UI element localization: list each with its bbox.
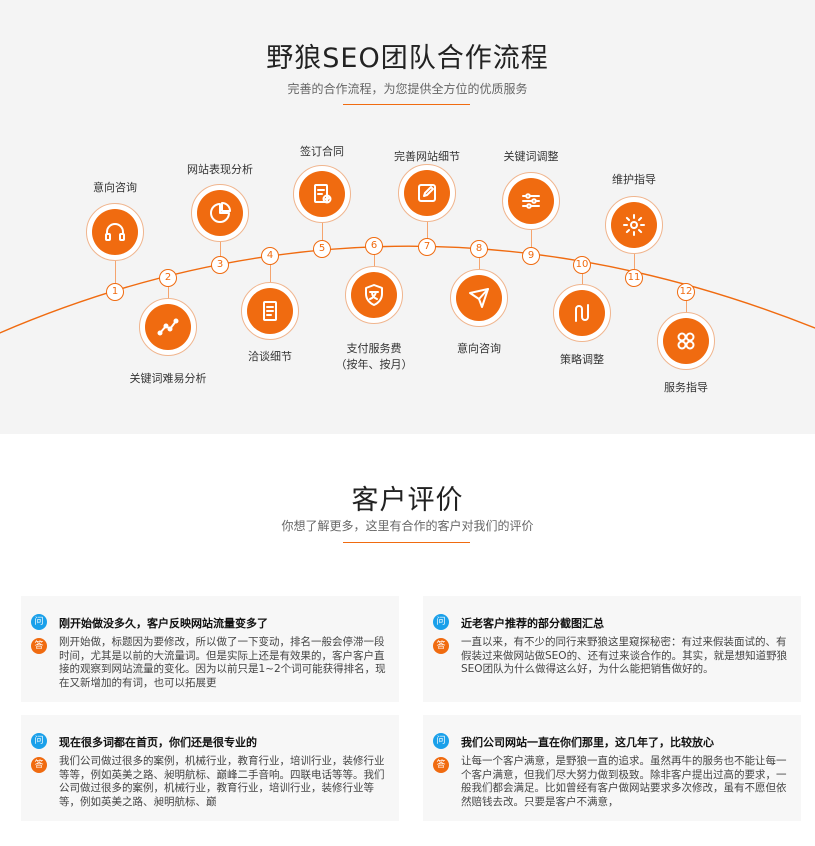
review-answer: 一直以来，有不少的同行来野狼这里窥探秘密：有过来假装面试的、有假装过来做网站做S…: [461, 636, 788, 675]
step-icon-button[interactable]: [398, 164, 456, 222]
review-card[interactable]: 问现在很多词都在首页，你们还是很专业的答我们公司做过很多的案例，机械行业，教育行…: [21, 715, 399, 821]
review-answer: 刚开始做，标题因为要修改，所以做了一下变动，排名一般会停滞一段时间，尤其是以前的…: [59, 636, 386, 689]
gear-icon: [611, 202, 657, 248]
step-label-text: 洽谈细节: [248, 350, 292, 363]
step-label-text: 维护指导: [612, 173, 656, 186]
step-label-text: 关键词难易分析: [129, 372, 207, 385]
step-number: 4: [261, 247, 279, 265]
step-label-text: 策略调整: [560, 353, 604, 366]
step-label: 洽谈细节: [248, 349, 292, 365]
step-number: 6: [365, 237, 383, 255]
step-label: 意向咨询: [93, 180, 137, 196]
step-label: 关键词难易分析: [130, 371, 207, 387]
step-label: 维护指导: [612, 172, 656, 188]
step-connector: [115, 232, 116, 292]
step-label-text: 服务指导: [664, 381, 708, 394]
step-label: 策略调整: [560, 352, 604, 368]
review-question: 我们公司网站一直在你们那里，这几年了，比较放心: [461, 736, 714, 749]
step-label-text: 网站表现分析: [187, 163, 253, 176]
step-label-text: 意向咨询: [457, 342, 501, 355]
step-label: 签订合同: [300, 144, 344, 160]
process-title-underline: [343, 104, 470, 105]
pie-chart-icon: [197, 190, 243, 236]
reviews-title: 客户评价: [351, 485, 464, 516]
review-answer: 我们公司做过很多的案例，机械行业，教育行业，培训行业，装修行业等等，例如英美之路…: [59, 755, 385, 808]
answer-badge: 答: [433, 638, 449, 654]
step-icon-button[interactable]: [293, 165, 351, 223]
document-icon: [247, 288, 293, 334]
question-badge: 问: [31, 733, 47, 749]
reviews-title-underline: [343, 542, 470, 543]
step-number: 10: [573, 256, 591, 274]
process-subtitle: 完善的合作流程，为您提供全方位的优质服务: [287, 82, 528, 96]
review-card[interactable]: 问我们公司网站一直在你们那里，这几年了，比较放心答让每一个客户满意，是野狼一直的…: [423, 715, 801, 821]
step-number: 11: [625, 269, 643, 287]
question-badge: 问: [433, 733, 449, 749]
step-label: 支付服务费 （按年、按月）: [336, 341, 413, 373]
sliders-icon: [508, 178, 554, 224]
step-label-text: 意向咨询: [93, 181, 137, 194]
reviews-section: 客户评价 你想了解更多，这里有合作的客户对我们的评价 问刚开始做没多久，客户反映…: [0, 434, 815, 846]
answer-badge: 答: [31, 638, 47, 654]
headset-icon: [92, 209, 138, 255]
step-icon-button[interactable]: [191, 184, 249, 242]
review-answer: 让每一个客户满意，是野狼一直的追求。虽然再牛的服务也不能让每一个客户满意，但我们…: [461, 755, 787, 808]
step-icon-button[interactable]: [345, 266, 403, 324]
step-label: 关键词调整: [504, 149, 559, 165]
review-question: 近老客户推荐的部分截图汇总: [461, 617, 604, 630]
step-number: 9: [522, 247, 540, 265]
step-label: 完善网站细节: [394, 149, 460, 165]
step-label-text: 关键词调整: [503, 150, 559, 163]
step-icon-button[interactable]: [241, 282, 299, 340]
review-card[interactable]: 问刚开始做没多久，客户反映网站流量变多了答刚开始做，标题因为要修改，所以做了一下…: [21, 596, 399, 702]
trend-icon: [145, 304, 191, 350]
step-icon-button[interactable]: [657, 312, 715, 370]
process-section: 野狼SEO团队合作流程 完善的合作流程，为您提供全方位的优质服务 1 意向咨询 2 关…: [0, 0, 815, 434]
step-number: 3: [211, 256, 229, 274]
answer-badge: 答: [31, 757, 47, 773]
step-number: 12: [677, 283, 695, 301]
strategy-icon: [559, 290, 605, 336]
step-label-note: （按年、按月）: [335, 358, 413, 371]
step-icon-button[interactable]: [450, 269, 508, 327]
answer-badge: 答: [433, 757, 449, 773]
step-icon-button[interactable]: [502, 172, 560, 230]
step-number: 2: [159, 269, 177, 287]
contract-icon: [299, 171, 345, 217]
grid-icon: [663, 318, 709, 364]
step-label: 服务指导: [664, 380, 708, 396]
question-badge: 问: [433, 614, 449, 630]
step-icon-button[interactable]: [553, 284, 611, 342]
step-number: 8: [470, 240, 488, 258]
step-label: 网站表现分析: [187, 162, 253, 178]
review-card[interactable]: 问近老客户推荐的部分截图汇总答一直以来，有不少的同行来野狼这里窥探秘密：有过来假…: [423, 596, 801, 702]
reviews-subtitle: 你想了解更多，这里有合作的客户对我们的评价: [281, 519, 534, 533]
step-label-text: 签订合同: [300, 145, 344, 158]
step-icon-button[interactable]: [139, 298, 197, 356]
step-number: 1: [106, 283, 124, 301]
send-icon: [456, 275, 502, 321]
payment-icon: [351, 272, 397, 318]
step-label-text: 支付服务费: [346, 342, 402, 355]
review-question: 刚开始做没多久，客户反映网站流量变多了: [59, 617, 268, 630]
step-icon-button[interactable]: [86, 203, 144, 261]
step-number: 7: [418, 238, 436, 256]
process-title: 野狼SEO团队合作流程: [266, 43, 549, 74]
step-label-text: 完善网站细节: [394, 150, 460, 163]
edit-icon: [404, 170, 450, 216]
step-label: 意向咨询: [457, 341, 501, 357]
review-question: 现在很多词都在首页，你们还是很专业的: [59, 736, 257, 749]
question-badge: 问: [31, 614, 47, 630]
step-number: 5: [313, 240, 331, 258]
step-icon-button[interactable]: [605, 196, 663, 254]
